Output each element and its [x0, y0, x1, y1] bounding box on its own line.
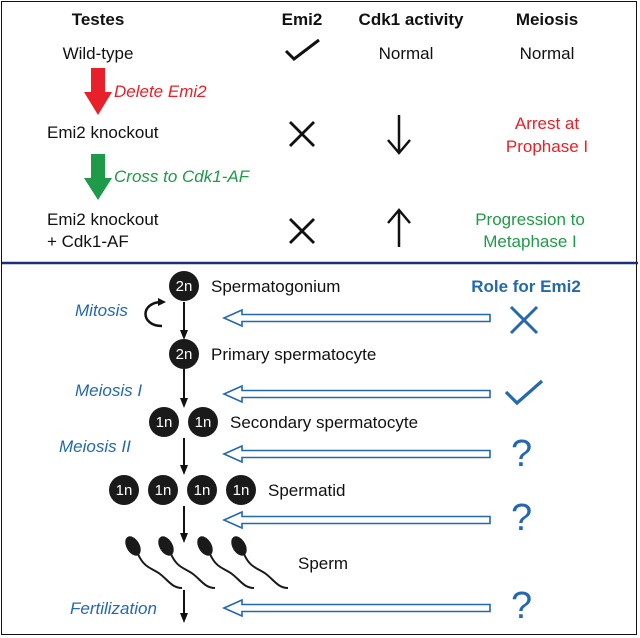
spermatid-cell: 1n [109, 475, 139, 505]
question-mark: ? [511, 433, 533, 475]
primary-spermatocyte-label: Primary spermatocyte [211, 345, 377, 364]
process-mitosis: Mitosis [75, 301, 128, 320]
sperm-cell [231, 536, 289, 589]
mitosis-loop-arrow [144, 298, 166, 328]
question-mark: ? [511, 497, 533, 539]
cross-cdk1-af-arrow [84, 154, 112, 200]
sperm-cells [125, 536, 289, 589]
delete-emi2-arrow [84, 68, 112, 115]
spermatogonium-cell: 2n [169, 271, 199, 301]
meiosis-progression-metaphase: Progression to Metaphase I [475, 210, 585, 251]
spermatid-cell: 1n [226, 475, 256, 505]
process-meiosis-i: Meiosis I [75, 381, 143, 400]
spermatid-cell: 1n [187, 475, 217, 505]
meiosis-arrest-prophase: Arrest at Prophase I [505, 114, 589, 156]
role-for-emi2-header: Role for Emi2 [471, 277, 581, 296]
role-arrow [222, 598, 491, 618]
role-arrow [222, 444, 491, 464]
step-delete-emi2: Delete Emi2 [114, 82, 207, 101]
spermatid-cell: 1n [148, 475, 178, 505]
down-arrow-icon [387, 115, 411, 155]
sperm-cell [125, 536, 183, 589]
row-label-emi2-knockout: Emi2 knockout [47, 123, 159, 142]
header-emi2: Emi2 [281, 10, 323, 29]
role-arrow [222, 384, 491, 404]
question-mark: ? [511, 585, 533, 627]
cross-icon [289, 218, 315, 244]
role-arrow [222, 308, 491, 328]
spermatogonium-label: Spermatogonium [211, 277, 341, 296]
secondary-spermatocyte-cell: 1n [188, 407, 218, 437]
secondary-spermatocyte-cell: 1n [149, 407, 179, 437]
check-icon [284, 38, 320, 61]
sperm-cell [197, 536, 255, 589]
role-arrow [222, 510, 491, 530]
cross-icon [289, 121, 315, 147]
header-cdk1-activity: Cdk1 activity [358, 10, 464, 29]
cdk1-normal: Normal [378, 44, 434, 63]
primary-spermatocyte-cell: 2n [169, 339, 199, 369]
process-fertilization: Fertilization [70, 599, 157, 618]
header-meiosis: Meiosis [515, 10, 579, 29]
row-label-wild-type: Wild-type [62, 44, 134, 63]
step-cross-cdk1-af: Cross to Cdk1-AF [114, 167, 250, 186]
process-meiosis-ii: Meiosis II [59, 437, 131, 456]
up-arrow-icon [387, 208, 411, 247]
sperm-label: Sperm [298, 554, 349, 573]
row-label-emi2-knockout-cdk1-af: Emi2 knockout + Cdk1-AF [47, 210, 159, 251]
cross-icon [509, 305, 539, 335]
meiosis-normal: Normal [519, 44, 575, 63]
spermatid-label: Spermatid [268, 481, 346, 500]
secondary-spermatocyte-label: Secondary spermatocyte [230, 413, 419, 432]
check-icon [504, 379, 544, 406]
header-testes: Testes [71, 10, 125, 29]
sperm-cell [158, 536, 216, 589]
